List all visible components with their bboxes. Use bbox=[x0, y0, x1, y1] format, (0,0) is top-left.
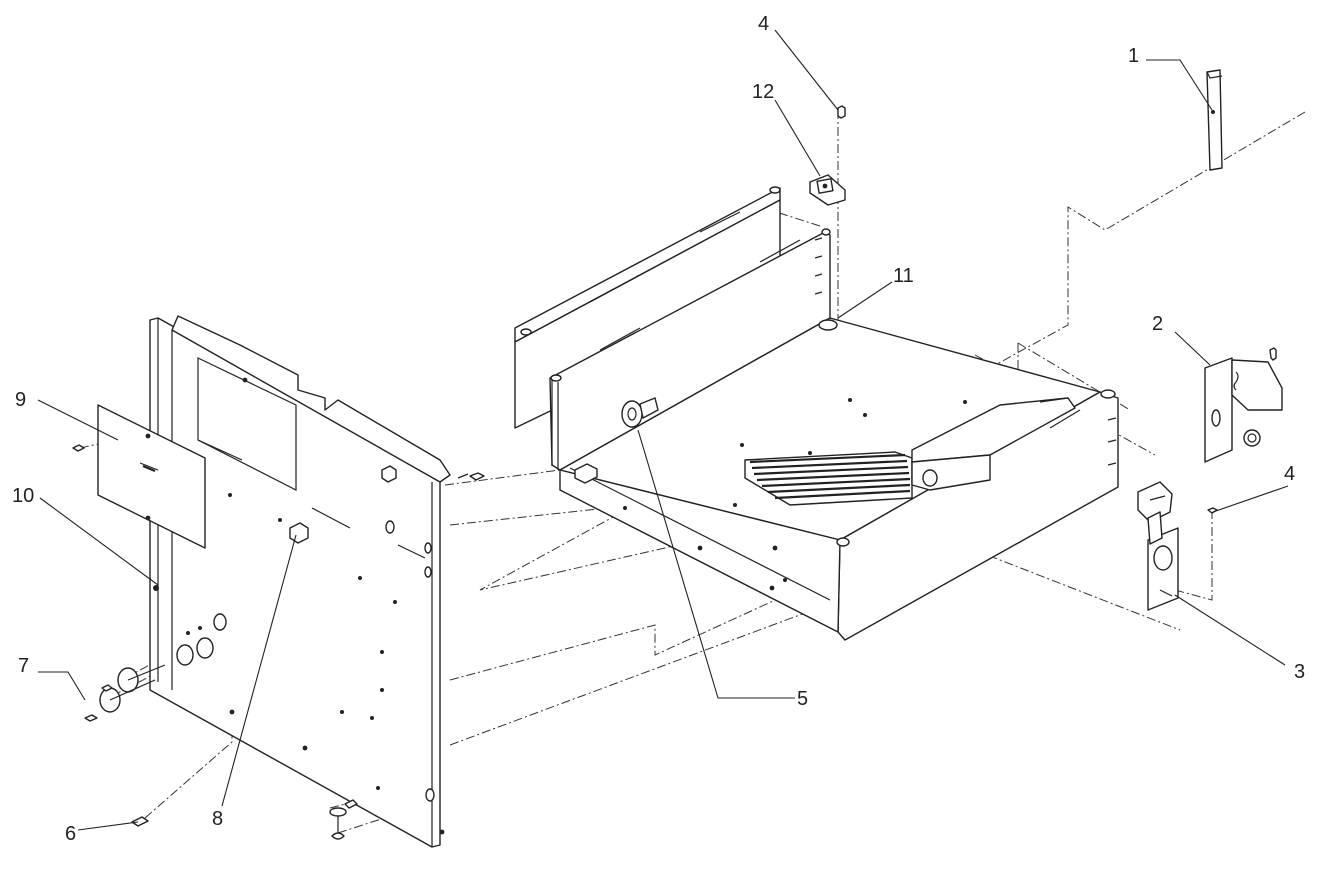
fan-fitting bbox=[621, 397, 659, 428]
callout-1: 1 bbox=[1128, 45, 1213, 111]
callout-4-top: 4 bbox=[758, 13, 839, 111]
callout-label-9: 9 bbox=[15, 389, 26, 411]
front-control-panel bbox=[149, 315, 485, 848]
callout-4-right: 4 bbox=[1212, 463, 1295, 513]
callout-6: 6 bbox=[65, 821, 139, 845]
callout-label-3: 3 bbox=[1294, 661, 1305, 683]
callout-label-6: 6 bbox=[65, 823, 76, 845]
side-bracket bbox=[1204, 347, 1283, 463]
callout-10: 10 bbox=[12, 485, 159, 586]
strip-part-1 bbox=[1206, 69, 1223, 171]
callout-label-2: 2 bbox=[1152, 313, 1163, 335]
chassis bbox=[549, 228, 1119, 641]
callout-11: 11 bbox=[837, 265, 914, 319]
callout-9: 9 bbox=[15, 389, 119, 441]
callout-label-10: 10 bbox=[12, 485, 34, 507]
callout-label-8: 8 bbox=[212, 808, 223, 830]
control-knobs bbox=[84, 613, 227, 722]
callout-label-4-top: 4 bbox=[758, 13, 769, 35]
callout-2: 2 bbox=[1152, 313, 1211, 366]
callout-label-5: 5 bbox=[797, 688, 808, 710]
callout-label-11: 11 bbox=[893, 265, 914, 287]
callout-label-4-right: 4 bbox=[1284, 463, 1295, 485]
callout-3: 3 bbox=[1174, 594, 1305, 683]
callout-label-12: 12 bbox=[752, 81, 774, 103]
callout-12: 12 bbox=[752, 81, 821, 177]
screw-6 bbox=[131, 816, 149, 827]
hinge-bracket bbox=[809, 105, 846, 206]
valve-bracket bbox=[1137, 481, 1218, 611]
callout-7: 7 bbox=[18, 655, 86, 701]
callout-5: 5 bbox=[637, 429, 808, 710]
label-plate bbox=[72, 377, 248, 549]
callout-label-1: 1 bbox=[1128, 45, 1139, 67]
duct-housing bbox=[911, 397, 1076, 491]
callout-label-7: 7 bbox=[18, 655, 29, 677]
heating-element bbox=[744, 451, 913, 506]
callout-8: 8 bbox=[212, 534, 297, 830]
